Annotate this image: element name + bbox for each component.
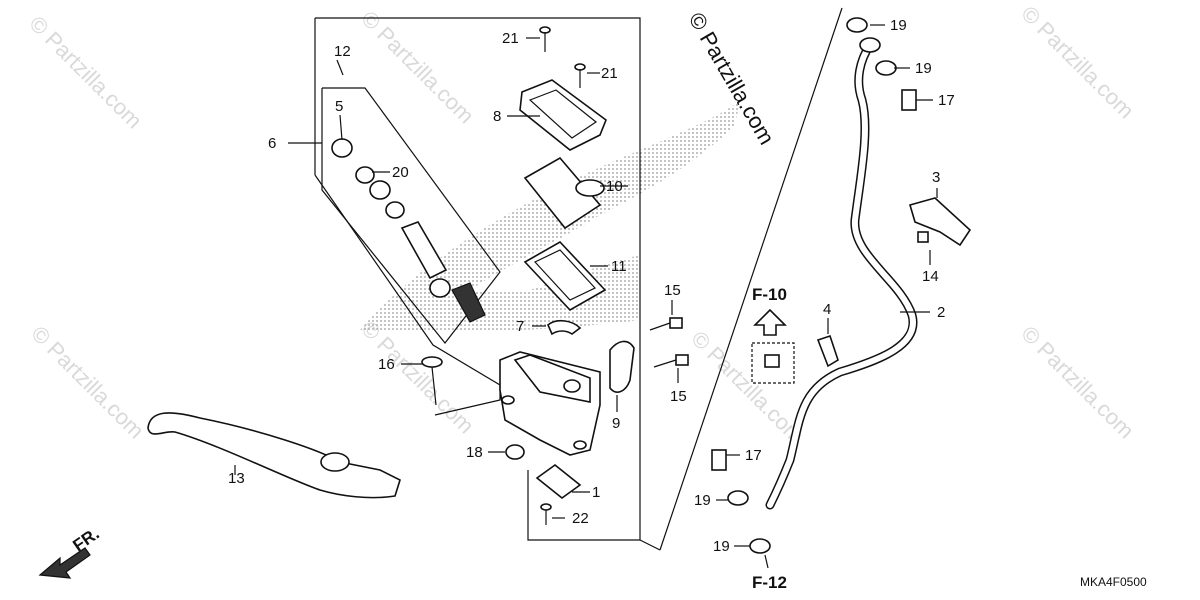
callout-17a: 17 — [938, 92, 955, 109]
holder-bracket[interactable] — [609, 340, 635, 393]
banjo-bolt-17b[interactable] — [711, 449, 727, 471]
hose-guide[interactable] — [816, 334, 839, 368]
piston-assembly[interactable] — [331, 138, 486, 323]
bolt-15a[interactable] — [649, 317, 683, 331]
callout-22: 22 — [572, 510, 589, 527]
master-cylinder-body[interactable] — [499, 351, 601, 456]
callout-8: 8 — [493, 108, 501, 125]
watermark-text: © Partzilla.com — [24, 11, 147, 134]
screw-21b[interactable] — [574, 63, 586, 88]
callout-10: 10 — [606, 178, 623, 195]
callout-3: 3 — [932, 169, 940, 186]
group-box-main — [315, 17, 641, 130]
callout-18: 18 — [466, 444, 483, 461]
watermark-text: © Partzilla.com — [26, 321, 149, 444]
callout-14: 14 — [922, 268, 939, 285]
watermark-text: © Partzilla.com — [1016, 321, 1139, 444]
callout-7: 7 — [516, 318, 524, 335]
callout-15a: 15 — [664, 282, 681, 299]
pivot-nut[interactable] — [505, 444, 525, 460]
brake-lever[interactable] — [147, 412, 401, 499]
callout-19a: 19 — [890, 17, 907, 34]
screw-21a[interactable] — [539, 26, 551, 52]
up-arrow-icon — [753, 308, 787, 336]
callout-21a: 21 — [502, 30, 519, 47]
brake-hose[interactable] — [765, 40, 918, 510]
hose-divider-line — [659, 7, 843, 551]
watermark-text: © Partzilla.com — [356, 316, 479, 439]
callout-17b: 17 — [745, 447, 762, 464]
ref-up-label: F-10 — [752, 285, 787, 304]
diagram-code: MKA4F0500 — [1080, 575, 1147, 589]
callout-12: 12 — [334, 43, 351, 60]
callout-2: 2 — [937, 304, 945, 321]
pivot-bolt[interactable] — [421, 356, 443, 406]
front-direction-arrow-icon — [38, 547, 91, 579]
boot-clip[interactable] — [547, 319, 582, 336]
wing-logo-shadow — [360, 100, 740, 332]
callout-6: 6 — [268, 135, 276, 152]
washer-19e[interactable] — [749, 538, 771, 554]
banjo-bolt-17a[interactable] — [901, 89, 917, 111]
washer-19b[interactable] — [859, 37, 881, 53]
washer-19a[interactable] — [846, 17, 868, 33]
callout-15b: 15 — [670, 388, 687, 405]
group-box-main-bottom — [527, 130, 641, 541]
diaphragm-plate[interactable] — [523, 156, 602, 230]
callout-19c: 19 — [694, 492, 711, 509]
hose-clamp-bracket[interactable] — [909, 197, 972, 247]
callout-13: 13 — [228, 470, 245, 487]
ref-down-label: F-12 — [752, 573, 787, 592]
callout-4: 4 — [823, 301, 831, 318]
callout-19b: 19 — [915, 60, 932, 77]
callout-21b: 21 — [601, 65, 618, 82]
washer-19d[interactable] — [727, 490, 749, 506]
brake-switch[interactable] — [535, 463, 582, 500]
callout-5: 5 — [335, 98, 343, 115]
callout-20: 20 — [392, 164, 409, 181]
hose-divider-line-2 — [639, 539, 661, 551]
watermark-text: © Partzilla.com — [686, 326, 809, 449]
watermark-text: © Partzilla.com — [1016, 1, 1139, 124]
callout-1: 1 — [592, 484, 600, 501]
callout-leaders — [234, 24, 938, 547]
washer-19c[interactable] — [875, 60, 897, 76]
bolt-15b[interactable] — [653, 354, 689, 368]
callout-19d: 19 — [713, 538, 730, 555]
direction-label: FR. — [69, 524, 102, 555]
callout-9: 9 — [612, 415, 620, 432]
ref-box — [751, 342, 795, 384]
reservoir-cap[interactable] — [519, 79, 607, 151]
callout-11: 11 — [611, 258, 627, 275]
bolt-14[interactable] — [917, 231, 929, 243]
switch-screw[interactable] — [540, 503, 552, 525]
hose-guide-bolt[interactable] — [764, 354, 780, 368]
watermark-text: © Partzilla.com — [356, 6, 479, 129]
callout-16: 16 — [378, 356, 395, 373]
